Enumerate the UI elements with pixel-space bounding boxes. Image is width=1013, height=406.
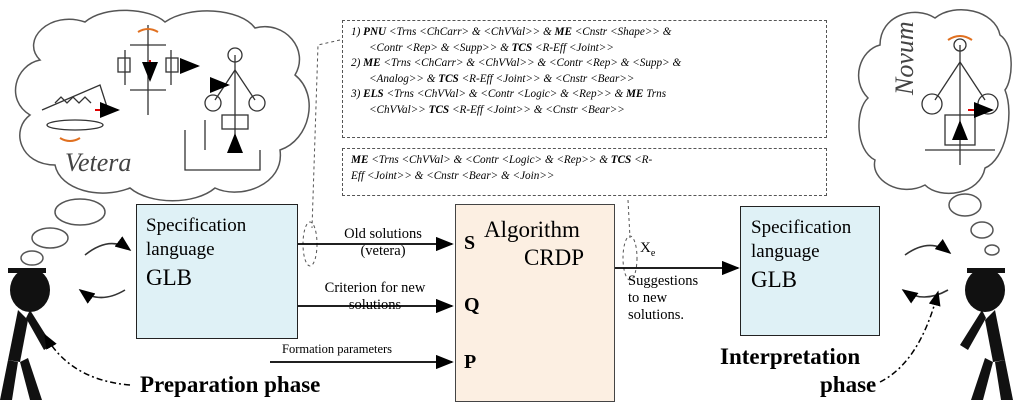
suggestions-line3: solutions. xyxy=(628,307,684,323)
spec-language-box-right: Specification language GLB xyxy=(740,206,880,336)
formula2-line-1: ME <Trns <ChVVal> & <Contr <Logic> & <Re… xyxy=(351,154,653,166)
flow-arrows xyxy=(270,236,740,370)
spec-left-line1: Specification xyxy=(146,215,247,236)
formula2-line-2: Eff <Joint>> & <Cnstr <Bear> & <Join>> xyxy=(351,169,555,182)
spec-left-glb: GLB xyxy=(146,265,192,290)
algorithm-box: Algorithm CRDP S Q P xyxy=(455,204,615,402)
left-thinking-figure xyxy=(0,268,52,400)
formula1-line-6: <ChVVal>> TCS <R-Eff <Joint>> & <Cnstr <… xyxy=(369,103,625,116)
criterion-text-1: Criterion for new xyxy=(324,280,426,296)
novum-sketch xyxy=(921,35,999,165)
suggestions-label: Suggestions to new solutions. xyxy=(628,273,698,324)
algorithm-title: Algorithm xyxy=(484,217,580,242)
xe-text: X xyxy=(640,240,651,256)
algorithm-name: CRDP xyxy=(524,245,585,270)
criterion-text-2: solutions xyxy=(348,297,402,313)
right-thinking-figure xyxy=(960,268,1013,400)
input-s: S xyxy=(464,232,476,254)
old-solutions-text: Old solutions xyxy=(344,226,422,242)
spec-right-glb: GLB xyxy=(751,267,797,292)
right-thought-bubbles xyxy=(948,193,1000,256)
spec-left-line2: language xyxy=(146,239,215,260)
xe-label: Xe xyxy=(640,240,655,259)
input-q: Q xyxy=(464,294,480,316)
formula-box-old-solutions: 1) PNU <Trns <ChCarr> & <ChVVal>> & ME <… xyxy=(342,20,827,138)
formula1-line-5: 3) ELS <Trns <ChVVal> & <Contr <Logic> &… xyxy=(351,88,667,100)
formula1-line-1: 1) PNU <Trns <ChCarr> & <ChVVal>> & ME <… xyxy=(351,26,672,38)
formation-parameters-label: Formation parameters xyxy=(282,342,393,356)
formula1-line-3: 2) ME <Trns <ChCarr> & <ChVVal>> & <Cont… xyxy=(351,57,682,69)
spec-right-line2: language xyxy=(751,241,820,262)
preparation-phase-label: Preparation phase xyxy=(140,372,321,397)
input-p: P xyxy=(464,351,477,373)
vetera-label: Vetera xyxy=(65,148,132,177)
spec-language-box-left: Specification language GLB xyxy=(136,204,298,339)
formula1-line-2: <Contr <Rep> & <Supp>> & TCS <R-Eff <Joi… xyxy=(369,41,614,54)
vetera-text: (vetera) xyxy=(360,243,406,259)
interpretation-phase-label-1: Interpretation xyxy=(720,344,861,369)
left-thought-cloud xyxy=(14,9,310,202)
interpretation-phase-label-2: phase xyxy=(820,372,877,397)
novum-label: Novum xyxy=(890,21,919,95)
spec-right-line1: Specification xyxy=(751,217,852,238)
criterion-label: Criterion for new solutions xyxy=(300,280,450,314)
suggestions-line1: Suggestions xyxy=(628,273,699,289)
phase-arrows xyxy=(44,290,941,386)
suggestions-line2: to new xyxy=(628,290,668,306)
formula1-line-4: <Analog>> & TCS <R-Eff <Joint>> & <Cnstr… xyxy=(369,72,635,85)
left-thought-bubbles xyxy=(20,198,106,266)
formula-box-new-solution: ME <Trns <ChVVal> & <Contr <Logic> & <Re… xyxy=(342,148,827,196)
xe-subscript: e xyxy=(650,248,656,259)
vetera-sketches xyxy=(41,25,266,171)
old-solutions-label: Old solutions (vetera) xyxy=(318,226,448,260)
right-thought-cloud xyxy=(857,9,1012,195)
